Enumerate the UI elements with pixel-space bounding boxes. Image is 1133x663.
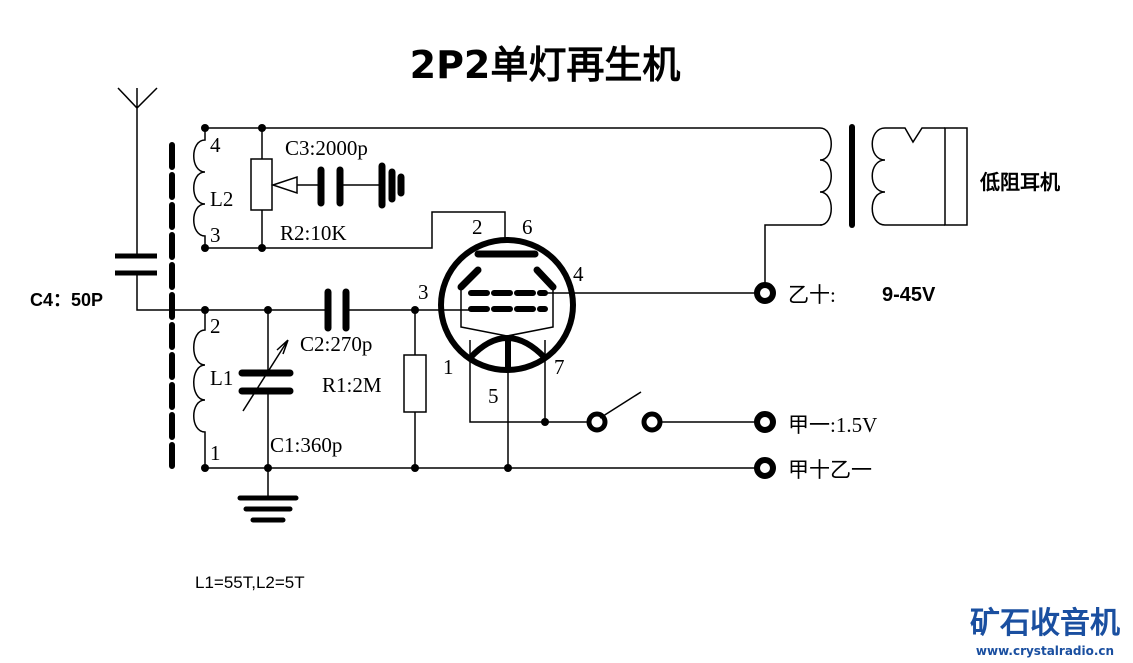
headphones-icon [944, 127, 968, 226]
tube-pin-3: 3 [418, 280, 429, 304]
terminal-a-plus-b-minus[interactable] [754, 457, 776, 479]
tube-pin-6: 6 [522, 215, 533, 239]
wires [205, 127, 822, 498]
coil-l1 [193, 310, 206, 468]
tube-pin-2: 2 [472, 215, 483, 239]
coil-pin-1: 1 [210, 441, 221, 465]
coil-pin-3: 3 [210, 223, 221, 247]
label-coil-turns: L1=55T,L2=5T [195, 573, 305, 592]
label-l1: L1 [210, 366, 233, 390]
tube-pin-5: 5 [488, 384, 499, 408]
label-a-plus-b-minus: 甲十乙一 [788, 458, 872, 482]
label-headphones: 低阻耳机 [979, 170, 1060, 194]
label-b-plus: 乙十: [788, 283, 836, 307]
capacitor-c2 [324, 288, 350, 332]
coil-pin-2: 2 [210, 314, 221, 338]
label-b-plus-voltage: 9-45V [882, 284, 936, 306]
tube-pin-7: 7 [554, 355, 565, 379]
label-c3: C3:2000p [285, 136, 368, 160]
output-transformer [819, 124, 945, 228]
coil-l2 [193, 128, 206, 248]
coil-pin-4: 4 [210, 133, 221, 157]
vacuum-tube-2p2 [438, 237, 576, 373]
variable-capacitor-c1 [238, 339, 294, 412]
ground-icon [378, 162, 405, 209]
label-r2: R2:10K [280, 221, 347, 245]
potentiometer-r2 [250, 158, 380, 211]
power-switch[interactable] [586, 391, 663, 433]
label-c2: C2:270p [300, 332, 372, 356]
label-c4: C4：50P [30, 290, 103, 310]
capacitor-c4 [115, 253, 205, 311]
label-c1: C1:360p [270, 433, 342, 457]
antenna-icon [117, 87, 158, 255]
label-a-minus: 甲一:1.5V [788, 413, 877, 437]
logo-name: 矿石收音机 [970, 606, 1120, 641]
capacitor-c3 [317, 166, 344, 207]
diagram-title: 2P2单灯再生机 [410, 43, 681, 87]
ground-icon [237, 495, 299, 523]
tube-pin-4: 4 [573, 262, 584, 286]
label-l2: L2 [210, 187, 233, 211]
label-r1: R1:2M [322, 373, 382, 397]
terminal-b-plus[interactable] [754, 282, 776, 304]
resistor-r1 [403, 354, 427, 413]
tube-pin-1: 1 [443, 355, 454, 379]
logo-url: www.crystalradio.cn [976, 644, 1114, 658]
junction-dots [201, 124, 549, 472]
terminal-a-minus[interactable] [754, 411, 776, 433]
